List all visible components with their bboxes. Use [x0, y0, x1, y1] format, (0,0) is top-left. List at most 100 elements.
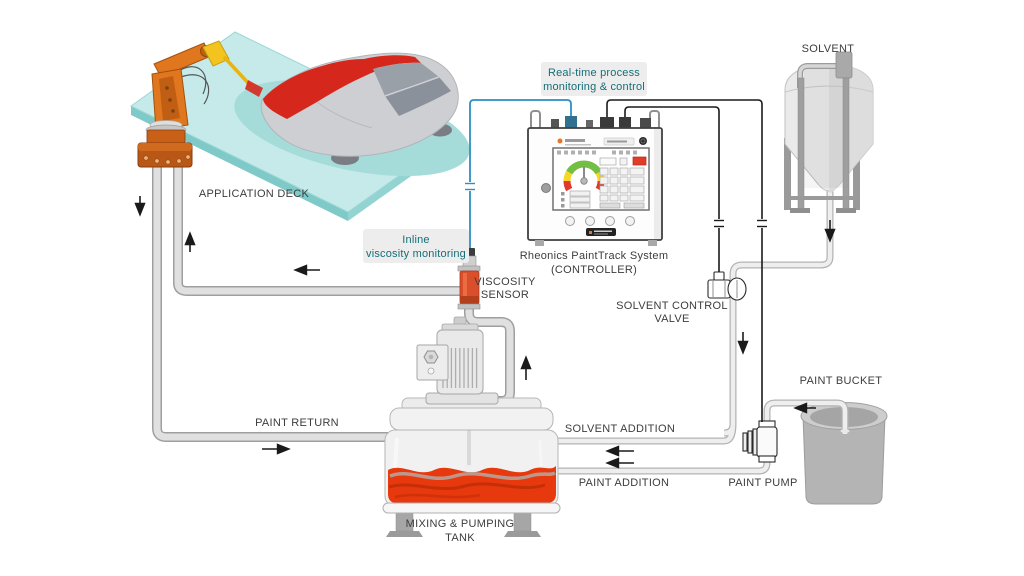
sensor-highlight [463, 273, 467, 302]
valve-actuator-cap [713, 271, 725, 281]
painttrack-controller [527, 110, 663, 246]
mixing-pumping-tank [382, 397, 561, 537]
screen-red-button [632, 156, 647, 166]
paint-addition-pipe [552, 458, 767, 471]
robot-hole [168, 98, 172, 102]
controller-foot [648, 240, 657, 246]
paint-robot-arm [137, 40, 263, 168]
robot-base-top [138, 143, 192, 151]
brand-emblem-ring [640, 138, 646, 144]
paint-wave [394, 493, 481, 499]
motor-port [427, 367, 435, 375]
bucket-body [802, 415, 886, 505]
tank-back-leg [853, 138, 860, 210]
model-text [607, 140, 627, 143]
rheonics-logo-mark [557, 138, 563, 144]
robot-cable [176, 66, 207, 95]
viscosity-sensor [457, 248, 481, 310]
tank-foot [504, 531, 541, 537]
car-red-hood [263, 59, 379, 119]
inline-callout: Inline viscosity monitoring [363, 229, 469, 263]
controller-handle [530, 110, 541, 130]
tank-foot [386, 531, 423, 537]
logo-wordmark [565, 139, 585, 142]
solvent-control-valve-label-line2: VALVE [654, 313, 689, 325]
screen-toolbar [557, 150, 637, 155]
robot-cable [180, 74, 210, 105]
tank-front-leg [797, 77, 805, 213]
valve-body [707, 279, 731, 299]
sensor-cable-port [565, 116, 577, 128]
robot-hole [171, 109, 175, 113]
pump-fin [742, 432, 748, 452]
pipe-entry [840, 429, 850, 433]
signal-cables [465, 99, 767, 422]
paint-bucket-label: PAINT BUCKET [800, 375, 883, 387]
callout-box [363, 229, 469, 263]
hex-bolt-center [428, 354, 434, 360]
spray-gun [202, 40, 230, 67]
inline-label-line2: viscosity monitoring [366, 248, 466, 260]
viscosity-gauge [563, 160, 605, 192]
bolt [154, 158, 160, 164]
application-deck-label: APPLICATION DECK [199, 188, 310, 200]
tank-back-leg [784, 138, 791, 210]
callout-box [541, 62, 647, 96]
glass-highlight [538, 439, 543, 467]
mixing-tank-label-line1: MIXING & PUMPING [406, 518, 515, 530]
gauge-hub [580, 177, 588, 185]
cable-break [758, 219, 766, 228]
pump-signal-cable [606, 99, 763, 422]
tank-lid [389, 407, 554, 431]
tank-motor [416, 316, 499, 405]
top-connector [586, 120, 593, 128]
top-connector [551, 119, 559, 128]
pump-fin [752, 428, 758, 456]
badge-text-line [594, 233, 608, 235]
realtime-callout: Real-time process monitoring & control [541, 62, 647, 96]
solvent-tank-fitting [835, 51, 853, 79]
front-button [625, 216, 635, 226]
paint-pump [742, 420, 778, 463]
valve-signal-cable [624, 106, 720, 272]
front-knob [541, 183, 551, 193]
tank-foot [836, 208, 856, 213]
pump-body [756, 426, 778, 458]
spray-contact [245, 80, 263, 97]
mixing-tank-label-line2: TANK [445, 532, 475, 544]
glass-highlight [393, 437, 399, 469]
paint-pump-label: PAINT PUMP [728, 477, 797, 489]
car-red-roof [364, 55, 421, 69]
sensor-cable [469, 99, 572, 248]
solvent-tank-rim [784, 85, 874, 93]
tank-foot [790, 208, 810, 213]
controller-handle [649, 110, 660, 130]
controller-foot [535, 240, 544, 246]
car-body [260, 52, 459, 165]
paint-return-label: PAINT RETURN [255, 417, 339, 429]
cable-break [715, 219, 723, 228]
solvent-tank [784, 51, 874, 213]
pump-bottom-flange [758, 455, 776, 463]
car-side-window [385, 77, 451, 116]
solvent-tank-band [804, 66, 844, 188]
realtime-label-line1: Real-time process [548, 67, 640, 79]
solvent-addition-label: SOLVENT ADDITION [565, 423, 675, 435]
inline-label-line1: Inline [402, 234, 430, 246]
solvent-tank-shade [829, 66, 873, 193]
diagram-labels: APPLICATION DECK PAINT RETURN VISCOSITY … [199, 43, 883, 544]
spray-nozzle [223, 56, 252, 87]
brand-emblem [639, 137, 647, 145]
front-button [565, 216, 575, 226]
top-connector [619, 117, 631, 128]
paint-addition-label: PAINT ADDITION [579, 477, 670, 489]
controller-side-shade [654, 129, 661, 239]
logo-tagline [565, 144, 591, 146]
front-button [585, 216, 595, 226]
controller-caption-line2: (CONTROLLER) [551, 264, 637, 276]
cable-break [466, 182, 474, 191]
car-windshield [373, 62, 439, 96]
bolt [176, 158, 182, 164]
